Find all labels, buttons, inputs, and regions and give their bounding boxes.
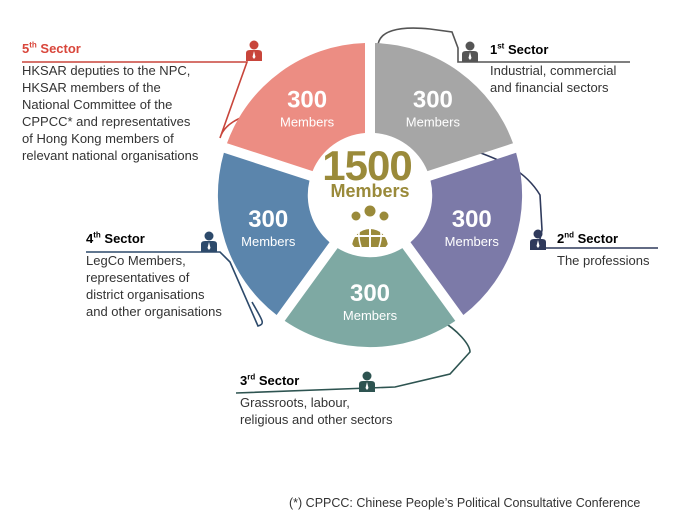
- sector-4-person-icon: [201, 231, 217, 252]
- leader-line-sector-4: [86, 251, 264, 327]
- sector-4-label: 4th Sector LegCo Members,representatives…: [86, 231, 222, 320]
- sector-3-segment: [284, 248, 456, 348]
- sector-2-count: 300: [452, 206, 492, 233]
- sector-2-unit: Members: [445, 234, 500, 249]
- sector-3-person-icon: [359, 371, 375, 392]
- sector-5-count: 300: [287, 86, 327, 113]
- sector-2-label: 2nd Sector The professions: [557, 231, 650, 269]
- sector-5-person-icon: [246, 40, 262, 61]
- sector-2-person-icon: [530, 229, 546, 250]
- people-globe-icon: [347, 205, 393, 256]
- sector-1-person-icon: [462, 41, 478, 62]
- sector-4-title: 4th Sector: [86, 230, 145, 246]
- sector-2-title: 2nd Sector: [557, 230, 619, 246]
- sector-3-title: 3rd Sector: [240, 372, 300, 388]
- center-total-unit: Members: [330, 181, 409, 201]
- sector-1-title: 1st Sector: [490, 41, 549, 57]
- sector-3-unit: Members: [343, 308, 398, 323]
- sector-5-segment: [226, 43, 365, 172]
- sector-5-description: HKSAR deputies to the NPC,HKSAR members …: [22, 63, 199, 163]
- leader-line-sector-1: [377, 27, 630, 63]
- sector-4-count: 300: [248, 206, 288, 233]
- sector-5-label: 5th Sector HKSAR deputies to the NPC,HKS…: [22, 41, 198, 164]
- footnote: (*) CPPCC: Chinese People’s Political Co…: [289, 496, 641, 510]
- sector-5-unit: Members: [280, 114, 335, 129]
- sector-2-description: The professions: [557, 253, 650, 268]
- sector-3-count: 300: [350, 280, 390, 307]
- leader-line-sector-2: [477, 151, 658, 249]
- sector-2-segment: [410, 152, 523, 316]
- sector-1-count: 300: [413, 86, 453, 113]
- sector-4-unit: Members: [241, 234, 296, 249]
- sector-3-description: Grassroots, labour,religious and other s…: [240, 395, 393, 427]
- center-total-value: 1500: [322, 142, 411, 189]
- sector-1-segment: [375, 43, 514, 172]
- sector-5-title: 5th Sector: [22, 40, 81, 56]
- sector-3-label: 3rd Sector Grassroots, labour,religious …: [240, 373, 392, 428]
- sector-4-segment: [217, 152, 330, 316]
- sector-1-unit: Members: [406, 114, 461, 129]
